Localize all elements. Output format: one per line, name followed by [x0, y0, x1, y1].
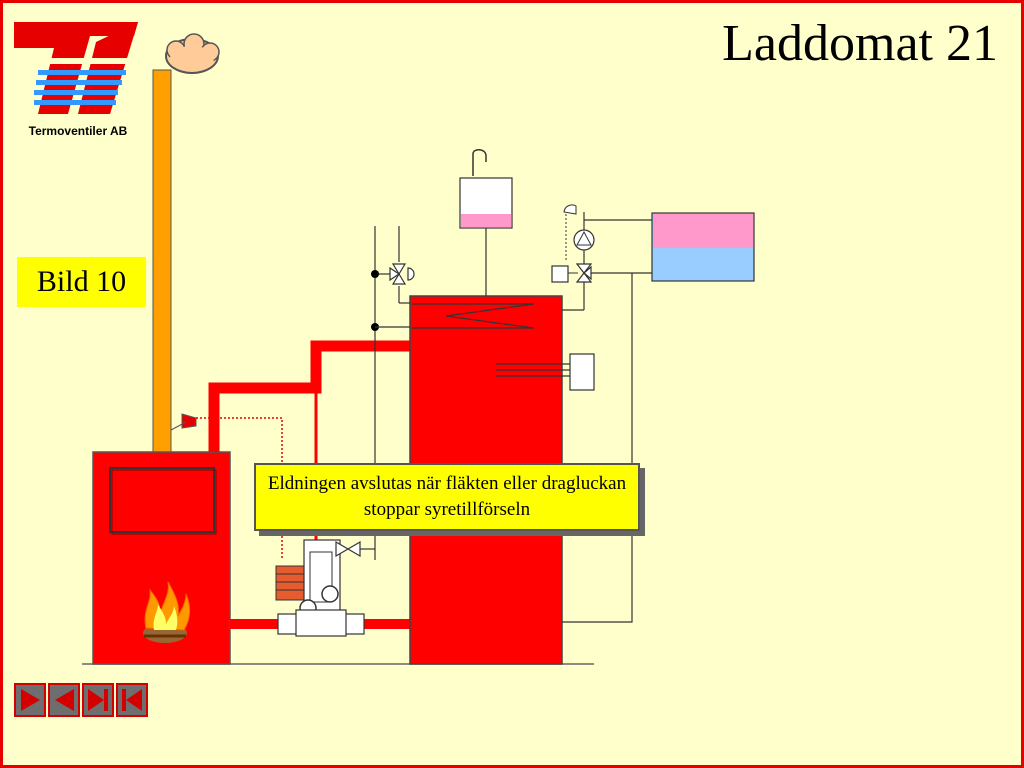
previous-button[interactable]: [48, 683, 80, 717]
valve-icon: [389, 263, 415, 285]
mixing-valve-icon: [575, 263, 593, 283]
chimney: [152, 69, 172, 456]
flow-pipe: [208, 340, 410, 452]
info-callout: Eldningen avslutas när fläkten eller dra…: [254, 463, 640, 531]
slide-label: Bild 10: [17, 257, 146, 307]
next-end-icon: [88, 689, 108, 711]
company-name: Termoventiler AB: [28, 124, 128, 138]
next-end-button[interactable]: [82, 683, 114, 717]
shutoff-valve-icon: [335, 540, 375, 558]
heater-element: [569, 353, 595, 391]
first-icon: [122, 689, 142, 711]
first-button[interactable]: [116, 683, 148, 717]
pump-icon: [573, 229, 595, 251]
smoke-cloud-icon: [165, 33, 220, 74]
fire-icon: [143, 581, 191, 643]
boiler-door: [109, 467, 215, 533]
page-title: Laddomat 21: [722, 15, 998, 72]
damper-icon: [181, 413, 197, 429]
previous-icon: [55, 689, 74, 711]
play-forward-icon: [21, 689, 40, 711]
termoventiler-logo: [14, 22, 138, 114]
play-forward-button[interactable]: [14, 683, 46, 717]
laddomat-unit-icon: [275, 392, 365, 637]
